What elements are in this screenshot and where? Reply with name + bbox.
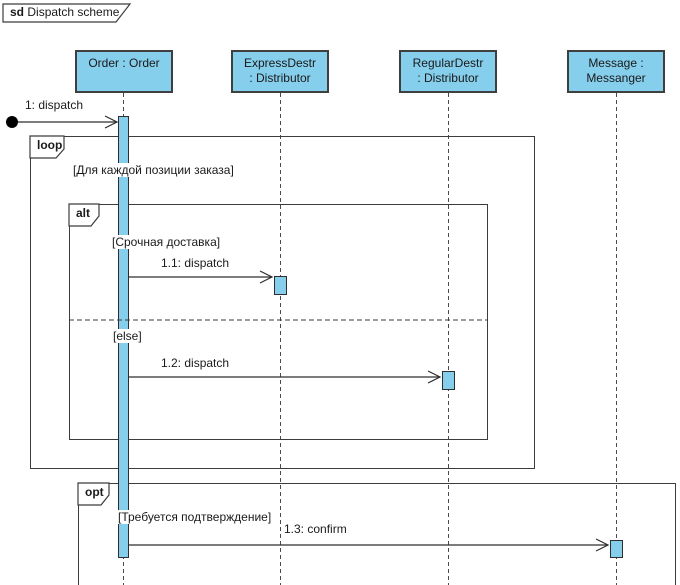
- activation-messanger[interactable]: [610, 540, 623, 558]
- lifeline-head-expressdestr-line2: : Distributor: [249, 71, 311, 85]
- message-label-1-1-dispatch[interactable]: 1.1: dispatch: [160, 256, 231, 270]
- open-arrowhead-icon: [104, 115, 119, 129]
- lifeline-head-regulardestr-line2: : Distributor: [417, 71, 479, 85]
- fragment-loop-frame[interactable]: [30, 136, 535, 469]
- lifeline-head-regulardestr-line1: RegularDestr: [412, 56, 484, 70]
- diagram-title: sd Dispatch scheme: [10, 5, 119, 19]
- lifeline-head-messanger-line2: Messanger: [586, 71, 646, 85]
- lifeline-head-expressdestr-line1: ExpressDestr: [243, 56, 317, 70]
- fragment-alt-frame[interactable]: [69, 204, 488, 440]
- diagram-name: Dispatch scheme: [27, 5, 120, 19]
- message-label-1-2-dispatch[interactable]: 1.2: dispatch: [160, 356, 231, 370]
- activation-regulardestr[interactable]: [442, 371, 455, 390]
- alt-guard-urgent-label: [Срочная доставка]: [111, 235, 222, 249]
- lifeline-head-expressdestr[interactable]: ExpressDestr : Distributor: [231, 50, 329, 93]
- lifeline-head-order-line1: Order : Order: [88, 56, 160, 70]
- loop-operator-label: loop: [37, 138, 63, 152]
- diagram-keyword: sd: [10, 5, 25, 19]
- message-label-1-3-confirm[interactable]: 1.3: confirm: [283, 522, 348, 536]
- opt-operator-label: opt: [85, 485, 104, 499]
- lifeline-head-messanger-line1: Message :: [588, 56, 644, 70]
- alt-guard-else-label: [else]: [112, 329, 143, 343]
- opt-guard-label: [Требуется подтверждение]: [117, 510, 273, 524]
- found-message-endpoint-icon[interactable]: [6, 116, 18, 128]
- activation-expressdestr[interactable]: [274, 276, 287, 295]
- lifeline-head-regulardestr[interactable]: RegularDestr : Distributor: [399, 50, 497, 93]
- fragment-opt-frame[interactable]: [78, 483, 676, 585]
- message-label-1-dispatch[interactable]: 1: dispatch: [24, 98, 85, 112]
- alt-operator-label: alt: [76, 206, 91, 220]
- lifeline-head-messanger[interactable]: Message : Messanger: [567, 50, 665, 93]
- loop-guard-label: [Для каждой позиции заказа]: [72, 163, 235, 177]
- message-arrow-1-dispatch[interactable]: [18, 115, 119, 129]
- lifeline-head-order[interactable]: Order : Order: [75, 50, 173, 93]
